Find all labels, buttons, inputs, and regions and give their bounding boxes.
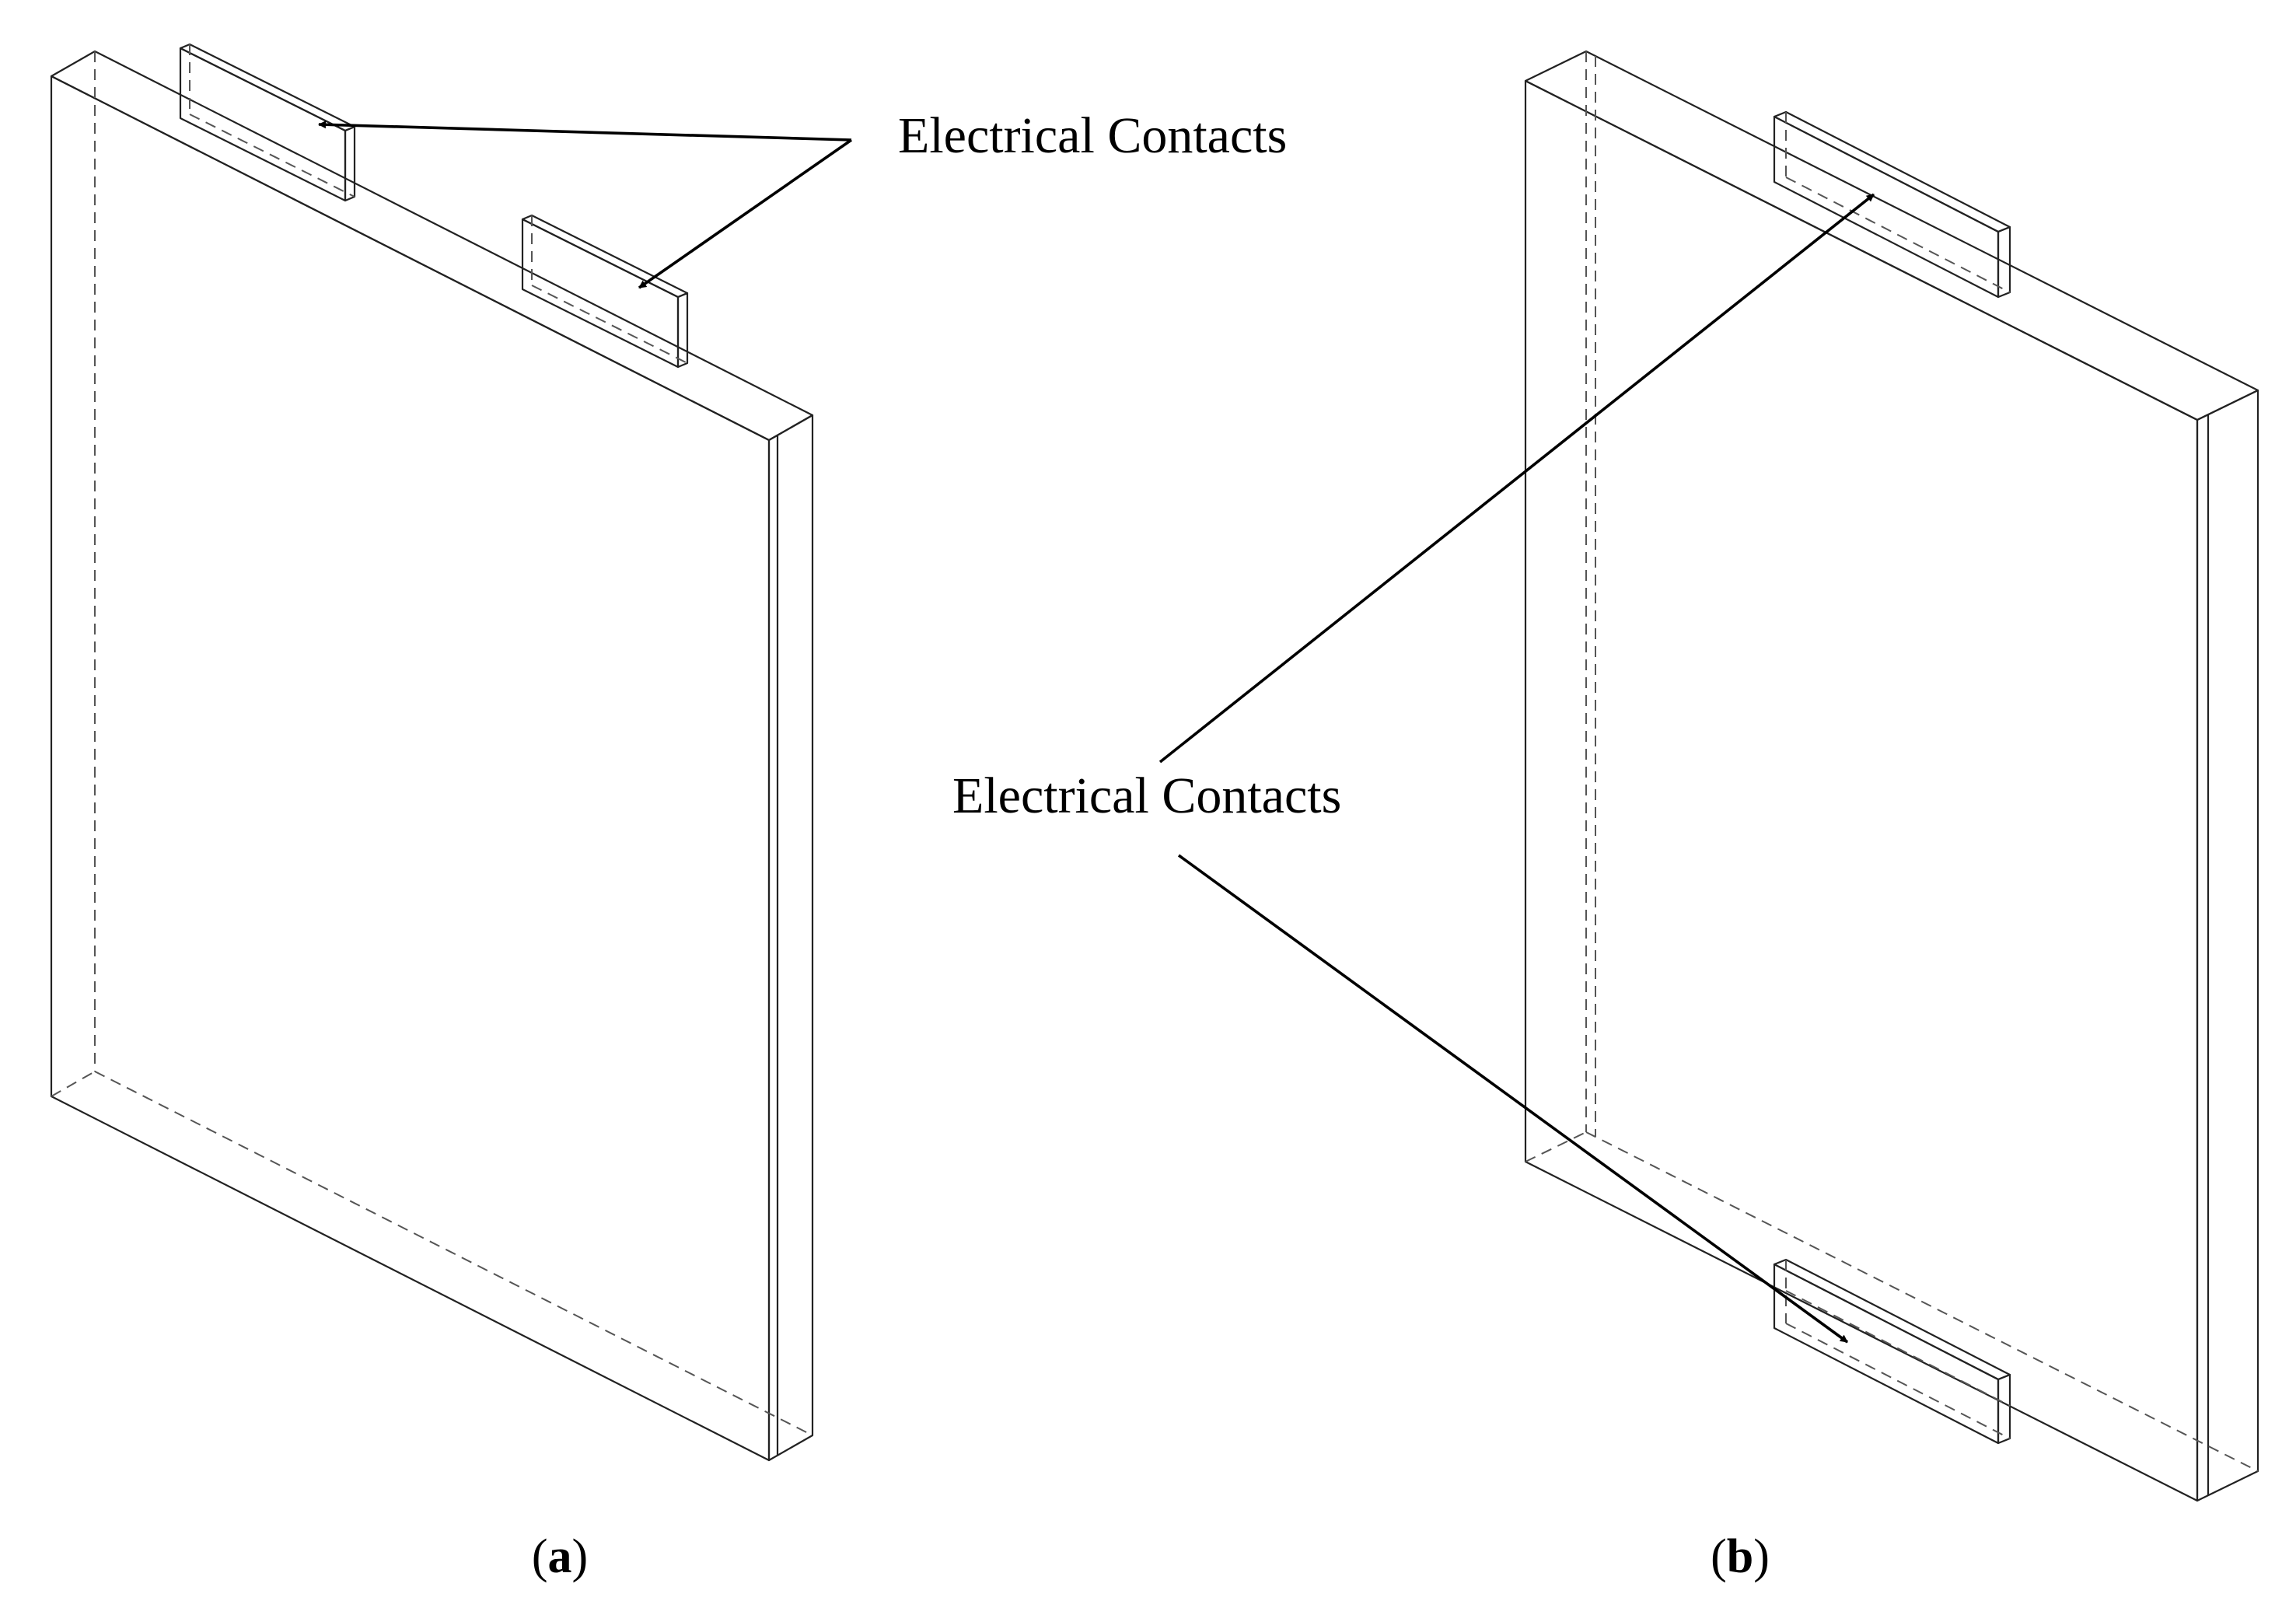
panel-b-leader-top [1158, 193, 1875, 764]
panel-b-contacts-label: Electrical Contacts [952, 767, 1341, 824]
panel-a-slab [50, 50, 814, 1462]
panel-b-contact-bottom [1773, 1258, 2011, 1445]
panel-b-leaders [1158, 193, 1875, 1344]
panel-a-leader-2 [638, 138, 853, 289]
panel-a-contact-1 [179, 43, 356, 202]
panel-b: Electrical Contacts (b) [952, 50, 2259, 1583]
panel-a-contact-2 [521, 214, 689, 369]
panel-a-contacts-label: Electrical Contacts [898, 107, 1287, 164]
panel-b-caption: (b) [1711, 1530, 1770, 1583]
panel-b-leader-bottom [1177, 854, 1849, 1344]
panel-b-contact-top [1773, 110, 2011, 299]
panel-b-slab [1524, 50, 2259, 1502]
panel-a-caption: (a) [532, 1530, 588, 1583]
panel-a: Electrical Contacts (a) [50, 43, 1287, 1583]
panel-a-leaders [318, 121, 853, 289]
panel-a-leader-1 [318, 121, 852, 142]
